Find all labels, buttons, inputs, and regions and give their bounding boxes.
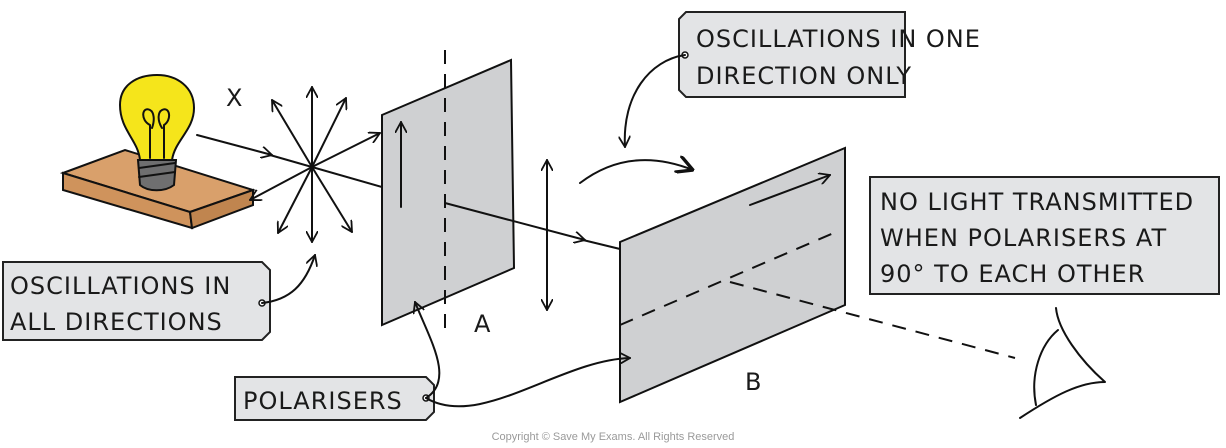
line-of-sight — [729, 281, 1016, 359]
polariser-a — [381, 58, 516, 327]
label-oscillations-one-direction: OSCILLATIONS IN ONE DIRECTION ONLY — [625, 11, 981, 147]
svg-text:WHEN POLARISERS AT: WHEN POLARISERS AT — [880, 224, 1167, 252]
svg-text:OSCILLATIONS IN ONE: OSCILLATIONS IN ONE — [696, 25, 981, 53]
oscillations-all-directions-icon — [196, 86, 383, 243]
label-polarisers: POLARISERS — [234, 302, 630, 421]
eye-icon — [1019, 307, 1106, 419]
light-ray — [444, 202, 585, 240]
label-a: A — [474, 310, 491, 338]
light-bulb-icon — [118, 73, 196, 192]
svg-text:ALL DIRECTIONS: ALL DIRECTIONS — [10, 308, 223, 336]
label-oscillations-all-directions: OSCILLATIONS IN ALL DIRECTIONS — [2, 255, 315, 341]
label-no-light-transmitted: NO LIGHT TRANSMITTED WHEN POLARISERS AT … — [869, 176, 1220, 295]
svg-text:90° TO EACH OTHER: 90° TO EACH OTHER — [880, 260, 1145, 288]
transmission-axis-b — [619, 231, 837, 326]
copyright: Copyright © Save My Exams. All Rights Re… — [492, 431, 735, 443]
label-x: X — [226, 84, 243, 112]
rotate-arrow-icon — [579, 160, 693, 184]
polariser-b — [619, 146, 846, 404]
svg-text:DIRECTION ONLY: DIRECTION ONLY — [696, 62, 912, 90]
svg-text:NO LIGHT TRANSMITTED: NO LIGHT TRANSMITTED — [880, 188, 1194, 216]
label-b: B — [745, 368, 762, 396]
polarisation-arrow-b — [749, 175, 830, 206]
svg-text:OSCILLATIONS IN: OSCILLATIONS IN — [10, 272, 231, 300]
svg-text:POLARISERS: POLARISERS — [243, 387, 403, 415]
